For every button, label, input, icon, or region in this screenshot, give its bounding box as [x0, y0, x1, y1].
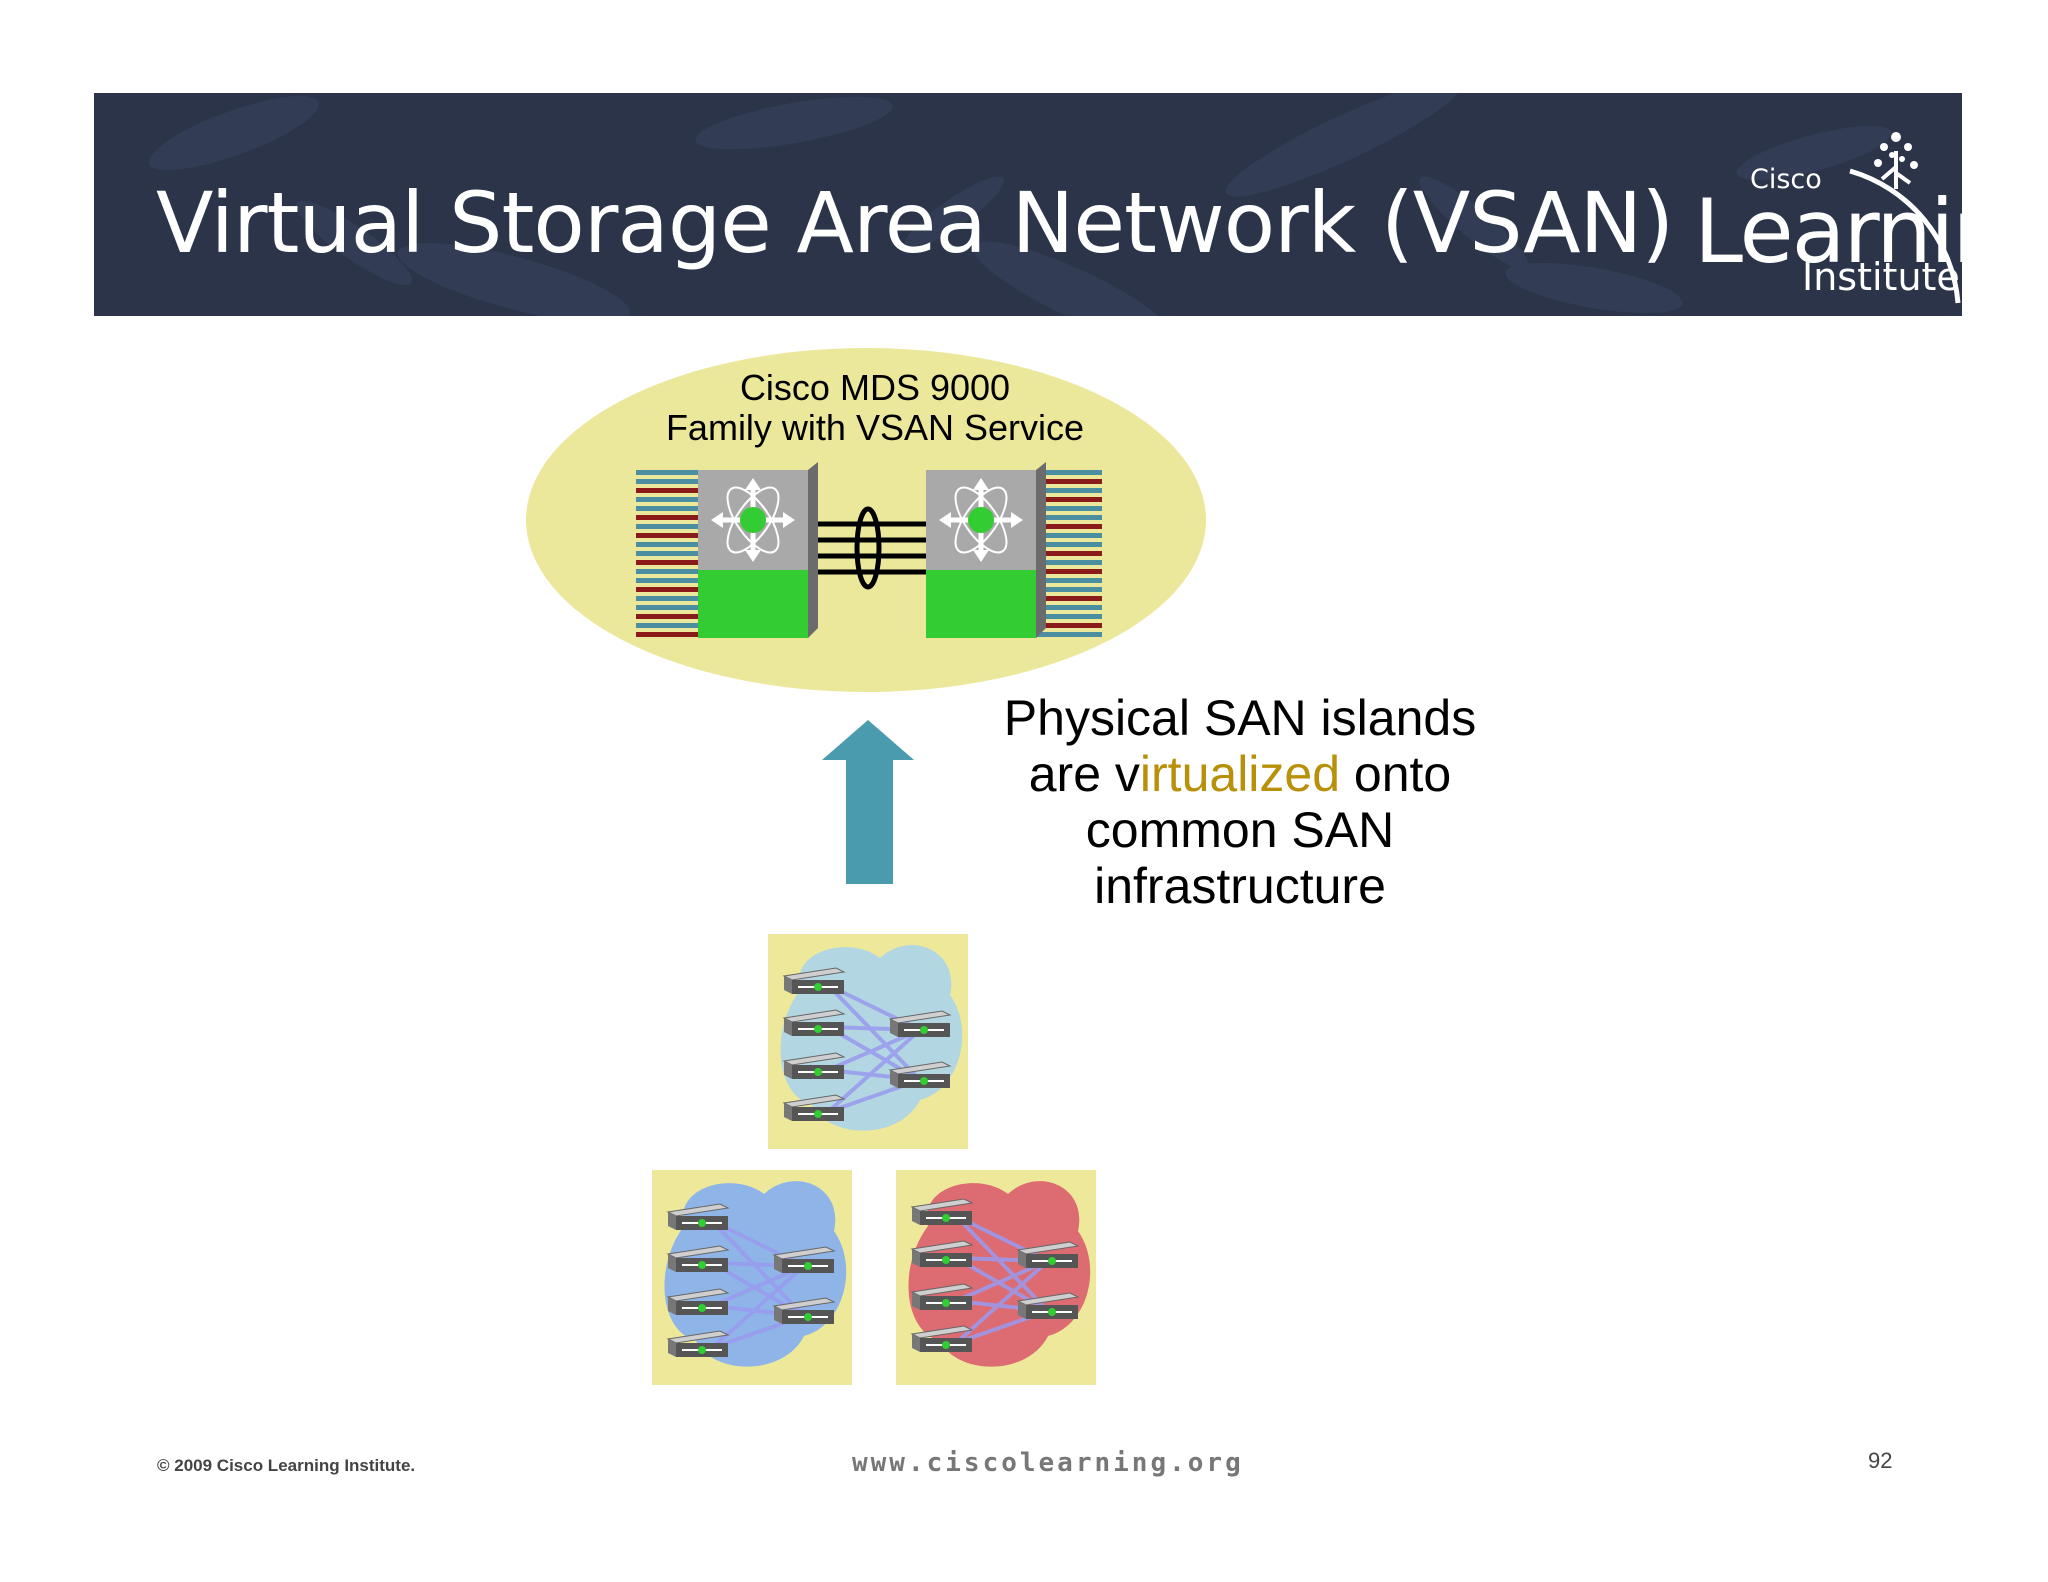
- left-port-stripes: [636, 470, 698, 637]
- logo-institute-text: Institute: [1802, 255, 1960, 299]
- slide-title: Virtual Storage Area Network (VSAN): [156, 174, 1674, 272]
- footer-url: www.ciscolearning.org: [852, 1448, 1244, 1478]
- up-arrow: [822, 720, 914, 884]
- virtualization-callout: Physical SAN islands are virtualized ont…: [940, 690, 1540, 914]
- mds-family-label: Cisco MDS 9000 Family with VSAN Service: [600, 368, 1150, 448]
- logo-learning-text: Learning: [1694, 180, 1962, 283]
- mds-switch-right: [926, 462, 1046, 638]
- san-island-red: [896, 1170, 1096, 1385]
- mds-family-label-line2: Family with VSAN Service: [665, 407, 1085, 448]
- port-channel-links: [810, 506, 928, 590]
- page-number: 92: [1868, 1448, 1893, 1473]
- tree-icon: [1849, 132, 1961, 304]
- mds-family-label-line1: Cisco MDS 9000: [739, 367, 1011, 408]
- san-island-light-blue: [768, 934, 968, 1149]
- callout-line1: Physical SAN islands: [1003, 690, 1477, 746]
- san-island-blue: [652, 1170, 852, 1385]
- right-port-stripes: [1034, 470, 1102, 637]
- callout-line3: common SAN: [1085, 802, 1395, 858]
- banner-texture: [149, 93, 1892, 316]
- cisco-learning-institute-logo: Cisco Learning Institute: [1580, 93, 1962, 316]
- callout-line2-start: are v: [1028, 746, 1140, 802]
- callout-line2: are virtualized onto: [940, 746, 1540, 802]
- callout-highlight: irtualized: [1139, 746, 1341, 802]
- copyright-notice: © 2009 Cisco Learning Institute.: [157, 1456, 416, 1475]
- logo-cisco-text: Cisco: [1750, 164, 1822, 195]
- callout-line2-end: onto: [1340, 746, 1452, 802]
- mds-switch-left: [698, 462, 818, 638]
- title-banner: Virtual Storage Area Network (VSAN) Cisc…: [94, 93, 1962, 316]
- callout-line4: infrastructure: [1094, 858, 1386, 914]
